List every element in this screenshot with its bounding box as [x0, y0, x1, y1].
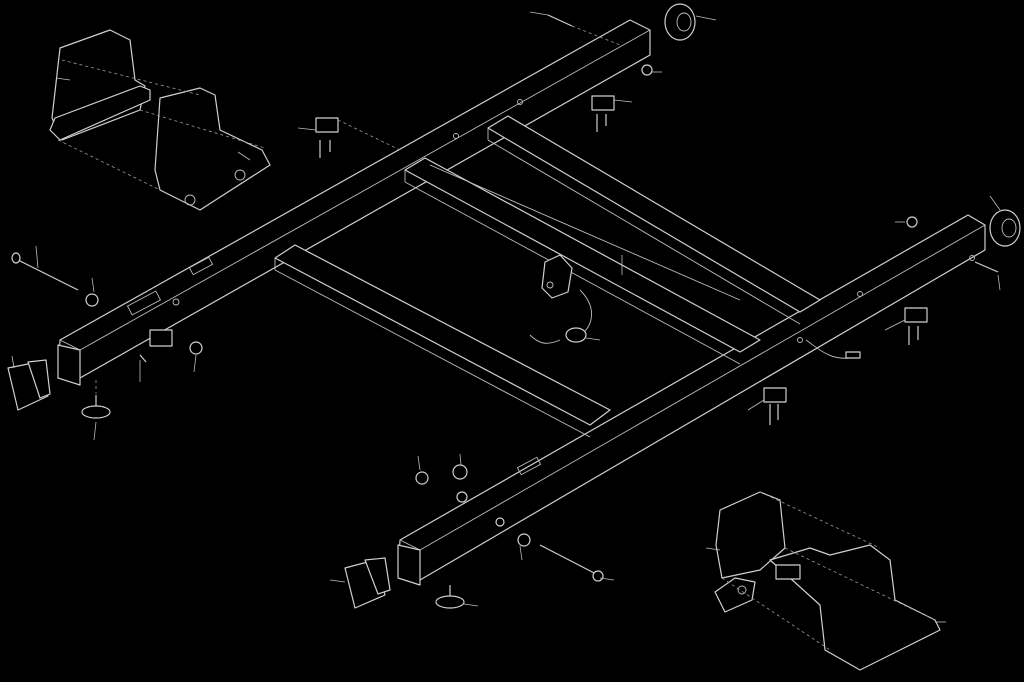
- housing-top-left: [49, 29, 271, 211]
- frame-slots: [126, 99, 975, 476]
- bracket-bottom: [747, 387, 787, 425]
- axle-bolt-bottom: [539, 544, 615, 582]
- wheel-right: [989, 195, 1021, 247]
- center-latch: [529, 254, 623, 344]
- screw-top: [529, 11, 621, 46]
- nuts: [189, 64, 918, 561]
- end-cap-left: [7, 355, 51, 411]
- bracket-top-right: [591, 95, 633, 132]
- bracket-top-left: [297, 117, 401, 158]
- cable-right: [805, 339, 861, 359]
- housing-bottom-right: [705, 491, 946, 671]
- front-crossbar: [397, 214, 986, 586]
- bracket-right: [884, 307, 928, 345]
- connecting-rails: [274, 115, 821, 438]
- rear-crossbar: [57, 19, 651, 386]
- end-cap-bottom: [329, 557, 391, 609]
- screw-right: [974, 261, 1001, 291]
- wheel-top: [664, 3, 717, 41]
- bracket-left: [139, 329, 173, 382]
- foot-left: [81, 380, 111, 441]
- foot-bottom: [435, 585, 479, 609]
- axle-bolt-left: [11, 245, 99, 307]
